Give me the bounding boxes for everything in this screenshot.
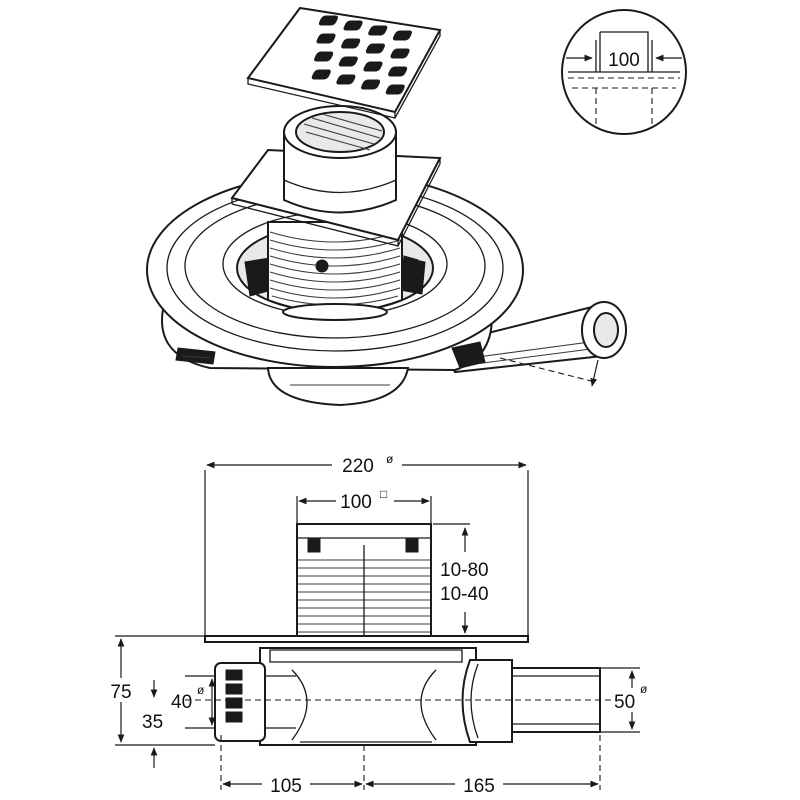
iso-grate	[246, 6, 442, 119]
dim-50-symbol: ø	[640, 682, 648, 696]
iso-outlet-indicator	[499, 357, 599, 387]
dim-40-symbol: ø	[197, 683, 205, 697]
dim-adjust-80: 10-80	[440, 560, 489, 581]
dim-50-value: 50	[614, 692, 635, 713]
iso-top-cylinder	[283, 105, 397, 214]
dim-220-symbol: ø	[386, 452, 394, 466]
iso-threaded-riser	[267, 221, 419, 321]
section-body	[259, 647, 477, 746]
dim-220-value: 220	[342, 456, 374, 477]
detail-label: 100	[608, 50, 640, 71]
dimension-40: 40 ø	[171, 675, 216, 729]
dimension-220: 220 ø	[204, 452, 529, 636]
dim-adjust-40: 10-40	[440, 584, 489, 605]
section-view: 220 ø 100 □ 10-80 10-40 75	[106, 452, 650, 797]
isometric-view	[146, 6, 627, 407]
dim-100-symbol: □	[380, 487, 387, 501]
dimension-100: 100 □	[296, 487, 432, 524]
detail-circle: 100	[561, 9, 687, 135]
section-riser	[296, 523, 432, 637]
dimension-adjust-range: 10-80 10-40	[433, 523, 489, 637]
dim-35-value: 35	[142, 712, 163, 733]
dim-75-value: 75	[110, 682, 131, 703]
dim-165-value: 165	[463, 776, 495, 797]
dim-105-value: 105	[270, 776, 302, 797]
dimension-75: 75	[106, 635, 215, 746]
dimension-35: 35	[142, 680, 163, 768]
section-outlet-pipe	[461, 659, 601, 743]
dim-40-value: 40	[171, 692, 192, 713]
grate-slots	[311, 15, 413, 95]
dim-100-value: 100	[340, 492, 372, 513]
dimension-105-165: 105 165	[222, 772, 599, 797]
dimension-50: 50 ø	[600, 667, 650, 733]
